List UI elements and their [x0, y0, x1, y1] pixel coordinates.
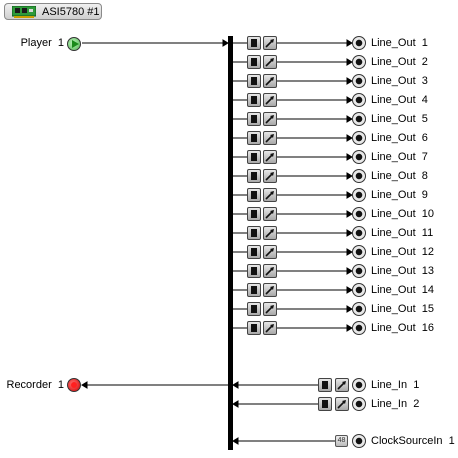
mute-button[interactable]	[247, 93, 261, 107]
line-out-label: Line_Out 11	[371, 227, 434, 239]
mixer-bus	[228, 36, 233, 450]
adapter-title: ASI5780 #1	[42, 6, 100, 18]
line-out-label: Line_Out 15	[371, 303, 435, 315]
line-out-node[interactable]	[352, 36, 366, 50]
line-out-node[interactable]	[352, 264, 366, 278]
clock-rate-badge[interactable]: 48	[335, 435, 348, 447]
volume-button[interactable]	[263, 245, 277, 259]
mute-button[interactable]	[247, 150, 261, 164]
mute-button[interactable]	[247, 226, 261, 240]
volume-button[interactable]	[263, 302, 277, 316]
line-out-label: Line_Out 1	[371, 37, 428, 49]
line-out-label: Line_Out 2	[371, 56, 428, 68]
line-out-label: Line_Out 3	[371, 75, 428, 87]
clock-source-label: ClockSourceIn 1	[371, 435, 455, 447]
line-in-node[interactable]	[352, 378, 366, 392]
line-out-node[interactable]	[352, 283, 366, 297]
volume-button[interactable]	[263, 226, 277, 240]
play-icon	[72, 40, 79, 48]
volume-button[interactable]	[263, 112, 277, 126]
mute-button[interactable]	[247, 302, 261, 316]
line-in-label: Line_In 2	[371, 398, 420, 410]
line-out-node[interactable]	[352, 226, 366, 240]
volume-button[interactable]	[263, 207, 277, 221]
mute-button[interactable]	[247, 36, 261, 50]
volume-button[interactable]	[263, 74, 277, 88]
line-out-label: Line_Out 5	[371, 113, 428, 125]
line-out-node[interactable]	[352, 131, 366, 145]
recorder-label: Recorder 1	[6, 379, 65, 391]
line-out-label: Line_Out 6	[371, 132, 428, 144]
line-out-label: Line_Out 4	[371, 94, 428, 106]
player-node[interactable]	[67, 37, 81, 51]
mute-button[interactable]	[318, 397, 332, 411]
line-out-label: Line_Out 8	[371, 170, 428, 182]
line-out-label: Line_Out 13	[371, 265, 435, 277]
volume-button[interactable]	[263, 131, 277, 145]
mute-button[interactable]	[247, 264, 261, 278]
line-out-node[interactable]	[352, 188, 366, 202]
line-out-label: Line_Out 10	[371, 208, 435, 220]
mute-button[interactable]	[247, 55, 261, 69]
mute-button[interactable]	[247, 131, 261, 145]
mute-button[interactable]	[247, 245, 261, 259]
adapter-title-chip[interactable]: ASI5780 #1	[4, 3, 102, 20]
volume-button[interactable]	[263, 188, 277, 202]
record-icon	[71, 382, 77, 388]
mute-button[interactable]	[318, 378, 332, 392]
line-out-node[interactable]	[352, 207, 366, 221]
line-out-label: Line_Out 12	[371, 246, 435, 258]
volume-button[interactable]	[335, 378, 349, 392]
clock-source-node[interactable]	[352, 434, 366, 448]
player-label: Player 1	[20, 37, 64, 49]
line-out-node[interactable]	[352, 150, 366, 164]
mute-button[interactable]	[247, 321, 261, 335]
line-out-node[interactable]	[352, 245, 366, 259]
line-out-node[interactable]	[352, 55, 366, 69]
mute-button[interactable]	[247, 169, 261, 183]
line-in-label: Line_In 1	[371, 379, 420, 391]
volume-button[interactable]	[263, 264, 277, 278]
volume-button[interactable]	[335, 397, 349, 411]
volume-button[interactable]	[263, 321, 277, 335]
volume-button[interactable]	[263, 150, 277, 164]
mute-button[interactable]	[247, 112, 261, 126]
line-out-node[interactable]	[352, 93, 366, 107]
mute-button[interactable]	[247, 188, 261, 202]
line-out-node[interactable]	[352, 169, 366, 183]
line-in-node[interactable]	[352, 397, 366, 411]
volume-button[interactable]	[263, 36, 277, 50]
line-out-label: Line_Out 9	[371, 189, 428, 201]
line-out-label: Line_Out 14	[371, 284, 435, 296]
mute-button[interactable]	[247, 207, 261, 221]
mute-button[interactable]	[247, 74, 261, 88]
mute-button[interactable]	[247, 283, 261, 297]
volume-button[interactable]	[263, 283, 277, 297]
volume-button[interactable]	[263, 93, 277, 107]
audio-card-icon	[12, 6, 36, 18]
line-out-label: Line_Out 16	[371, 322, 435, 334]
line-out-node[interactable]	[352, 302, 366, 316]
volume-button[interactable]	[263, 169, 277, 183]
recorder-node[interactable]	[67, 378, 81, 392]
line-out-label: Line_Out 7	[371, 151, 428, 163]
volume-button[interactable]	[263, 55, 277, 69]
line-out-node[interactable]	[352, 74, 366, 88]
line-out-node[interactable]	[352, 321, 366, 335]
line-out-node[interactable]	[352, 112, 366, 126]
